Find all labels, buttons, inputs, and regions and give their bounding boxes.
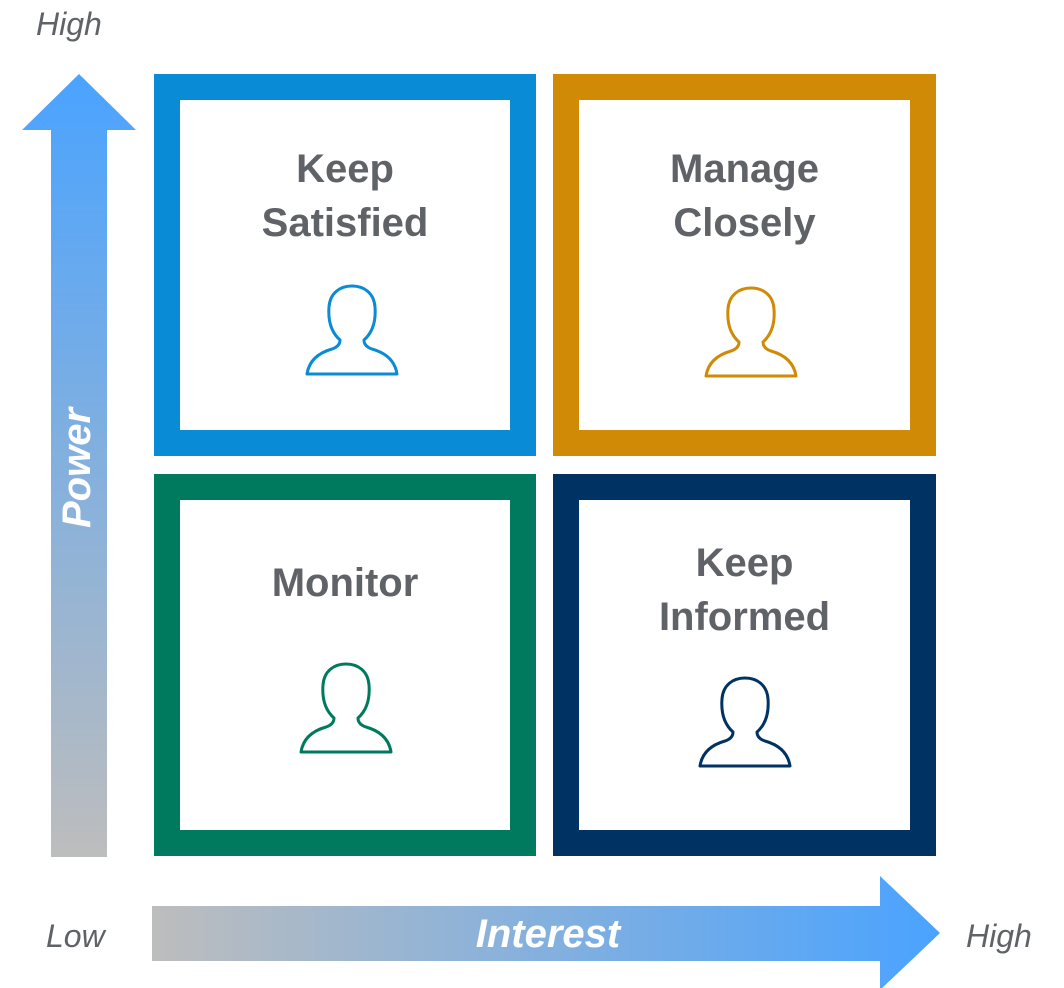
person-outline-icon (299, 662, 393, 754)
quadrant-keep-informed: Keep Informed (553, 474, 936, 856)
person-outline-icon (704, 286, 798, 378)
axis-low-label: Low (46, 918, 105, 954)
interest-axis-label: Interest (476, 912, 622, 956)
quadrant-title: Manage Closely (670, 147, 819, 245)
axis-high-label-right: High (966, 918, 1032, 954)
quadrant-title: Keep Satisfied (261, 147, 429, 245)
person-outline-icon (305, 284, 399, 376)
quadrant-title: Monitor (271, 561, 419, 605)
quadrant-keep-satisfied: Keep Satisfied (154, 74, 536, 456)
quadrant-monitor: Monitor (154, 474, 536, 856)
axis-high-label-top: High (36, 6, 102, 42)
quadrant-title: Keep Informed (658, 541, 831, 639)
power-axis-label: Power (55, 406, 99, 528)
power-axis-arrow (22, 74, 136, 857)
interest-axis-arrow (152, 876, 940, 988)
quadrant-manage-closely: Manage Closely (553, 74, 936, 456)
person-outline-icon (698, 676, 792, 768)
